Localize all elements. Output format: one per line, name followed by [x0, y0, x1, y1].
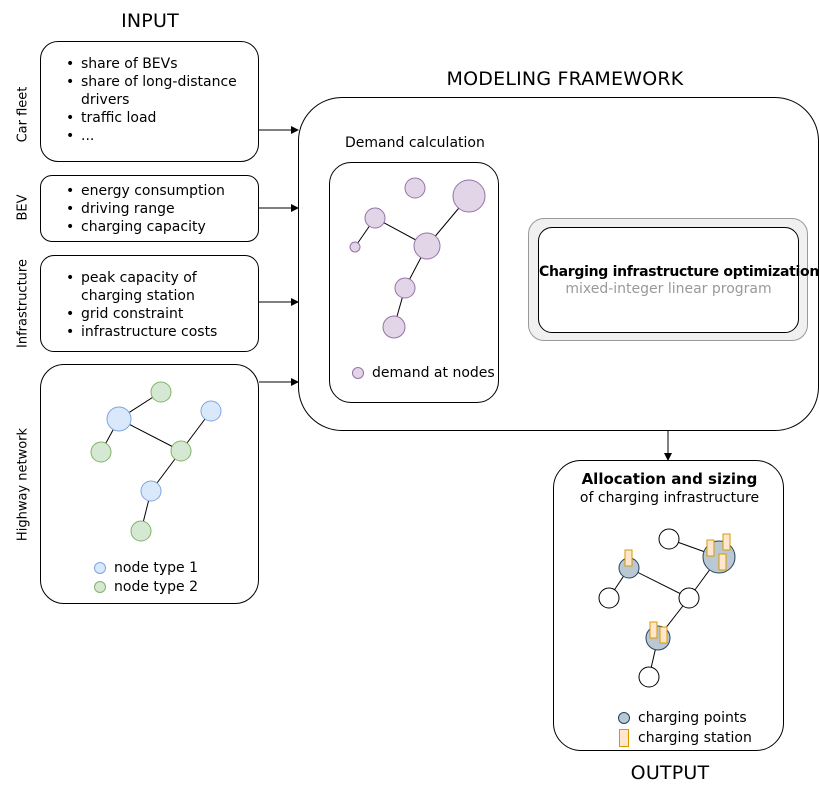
charging-station	[659, 626, 668, 644]
legend-node-type-2: node type 2	[94, 579, 198, 595]
network-node-type-1	[200, 400, 222, 422]
output-heading: OUTPUT	[630, 762, 710, 784]
output-node	[658, 528, 680, 550]
demand-node	[404, 177, 426, 199]
charging-station	[722, 533, 731, 551]
legend-charging-points: charging points	[618, 710, 747, 726]
demand-node	[452, 179, 486, 213]
car-fleet-box: share of BEVs share of long-distance dri…	[40, 41, 259, 162]
bev-box: energy consumption driving range chargin…	[40, 175, 259, 242]
highway-network-label: Highway network	[15, 427, 31, 542]
node-type-2-swatch	[94, 581, 106, 593]
demand-calculation-title: Demand calculation	[345, 135, 485, 151]
output-node	[678, 587, 700, 609]
demand-calculation-box: demand at nodes	[329, 162, 499, 403]
demand-node	[364, 207, 386, 229]
legend-label: demand at nodes	[372, 365, 495, 381]
legend-label: node type 1	[114, 560, 199, 576]
output-node	[638, 666, 660, 688]
legend-node-type-1: node type 1	[94, 560, 198, 576]
bev-list: energy consumption driving range chargin…	[41, 182, 258, 236]
network-node-type-2	[150, 381, 172, 403]
input-heading: INPUT	[121, 10, 179, 32]
list-item: ...	[66, 127, 258, 145]
demand-node	[394, 277, 416, 299]
legend-label: charging points	[638, 710, 747, 726]
output-subtitle: of charging infrastructure	[579, 490, 760, 506]
legend-demand: demand at nodes	[352, 365, 495, 381]
infrastructure-list: peak capacity of charging station grid c…	[41, 269, 258, 341]
list-item: energy consumption	[66, 182, 258, 200]
highway-network-graph	[90, 381, 222, 542]
output-node	[598, 587, 620, 609]
car-fleet-label: Car fleet	[15, 86, 31, 143]
optimization-box: Charging infrastructure optimization mix…	[538, 227, 819, 333]
charging-station-swatch	[619, 729, 629, 747]
charging-station	[649, 621, 658, 639]
network-node-type-2	[170, 440, 192, 462]
infrastructure-label: Infrastructure	[15, 259, 31, 348]
infrastructure-box: peak capacity of charging station grid c…	[40, 255, 259, 352]
network-node-type-2	[130, 520, 152, 542]
optimization-title: Charging infrastructure optimization	[539, 264, 819, 280]
list-item: charging capacity	[66, 218, 258, 236]
legend-label: node type 2	[114, 579, 199, 595]
legend-charging-station: charging station	[618, 729, 752, 747]
list-item: share of BEVs	[66, 55, 258, 73]
legend-label: charging station	[638, 730, 752, 746]
list-item: driving range	[66, 200, 258, 218]
network-node-type-2	[90, 441, 112, 463]
node-type-1-swatch	[94, 562, 106, 574]
demand-node	[349, 241, 361, 253]
demand-node	[413, 232, 441, 260]
optimization-subtitle: mixed-integer linear program	[565, 281, 772, 297]
output-box: Allocation and sizing of charging infras…	[553, 460, 784, 751]
demand-swatch	[352, 367, 364, 379]
output-title: Allocation and sizing	[581, 470, 758, 488]
list-item: grid constraint	[66, 305, 258, 323]
highway-network-box: node type 1 node type 2	[40, 364, 259, 604]
framework-heading: MODELING FRAMEWORK	[446, 68, 684, 90]
network-node-type-1	[106, 406, 132, 432]
list-item: infrastructure costs	[66, 323, 258, 341]
list-item: traffic load	[66, 109, 258, 127]
demand-node	[382, 315, 406, 339]
charging-station	[624, 549, 633, 567]
list-item: share of long-distance drivers	[66, 73, 258, 109]
network-node-type-1	[140, 480, 162, 502]
list-item: peak capacity of charging station	[66, 269, 258, 305]
bev-label: BEV	[15, 194, 31, 221]
car-fleet-list: share of BEVs share of long-distance dri…	[41, 55, 258, 145]
charging-station	[718, 553, 727, 571]
charging-station	[706, 539, 715, 557]
charging-points-swatch	[618, 712, 630, 724]
output-graph	[598, 528, 736, 688]
demand-graph	[349, 177, 486, 339]
